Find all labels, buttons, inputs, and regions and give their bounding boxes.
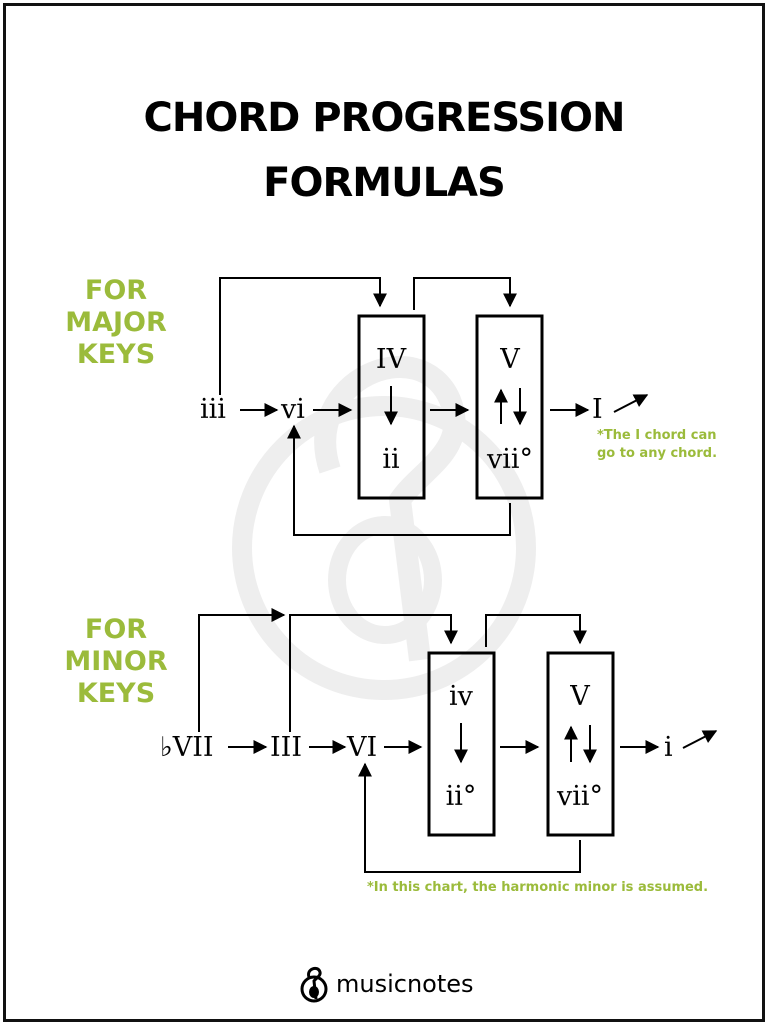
major-chord-V: V [499, 344, 520, 375]
minor-chord-VI: VI [346, 732, 377, 763]
minor-diagram: ♭VII III VI iv ii° V vii° i [160, 608, 718, 873]
brand-name: musicnotes [336, 970, 474, 998]
major-label-line-3: KEYS [76, 339, 156, 370]
major-chord-vi: vi [280, 394, 305, 425]
minor-chord-V: V [569, 681, 590, 712]
minor-keys-label: FOR MINOR KEYS [50, 614, 182, 710]
major-keys-label: FOR MAJOR KEYS [50, 275, 182, 371]
arrow-bVII-to-iv [198, 608, 286, 732]
minor-chord-ii-dim: ii° [446, 781, 477, 812]
major-chord-iii: iii [200, 394, 226, 425]
minor-box-subdominant [427, 651, 496, 837]
minor-box-dominant [546, 651, 615, 837]
arrow-III-to-iv [289, 614, 458, 732]
arrow-i-to-any [682, 730, 718, 749]
major-chord-IV: IV [376, 344, 407, 375]
major-label-line-2: MAJOR [65, 307, 167, 338]
minor-chord-bVII: ♭VII [160, 732, 214, 763]
major-note: *The I chord can go to any chord. [597, 427, 747, 463]
major-chord-I: I [592, 394, 603, 425]
title-line-2: FORMULAS [263, 160, 506, 206]
major-chord-vii-dim: vii° [486, 444, 533, 475]
major-note-line-2: go to any chord. [597, 446, 718, 461]
page-frame [3, 3, 765, 1022]
arrow-iii-to-IV [219, 277, 387, 395]
major-chord-ii: ii [382, 444, 400, 475]
minor-label-line-1: FOR [84, 614, 148, 645]
major-diagram: iii vi IV ii V vii° I [200, 277, 649, 536]
arrow-IV-to-V [413, 277, 517, 310]
minor-chord-i: i [664, 732, 673, 763]
minor-chord-iv: iv [449, 681, 474, 712]
minor-label-line-3: KEYS [76, 678, 156, 709]
musicnotes-logo-icon [300, 966, 328, 1003]
major-box-subdominant [357, 314, 426, 500]
arrow-V-to-VI [358, 762, 581, 873]
major-label-line-1: FOR [84, 275, 148, 306]
arrow-I-to-any [613, 394, 649, 413]
arrow-iv-to-V [485, 614, 587, 647]
minor-chord-vii-dim: vii° [556, 781, 603, 812]
minor-note: *In this chart, the harmonic minor is as… [367, 880, 709, 895]
major-note-line-1: *The I chord can [597, 428, 717, 443]
arrow-V-to-vi [287, 424, 511, 536]
title-line-1: CHORD PROGRESSION [143, 95, 625, 141]
minor-chord-III: III [270, 732, 302, 763]
minor-label-line-2: MINOR [64, 646, 168, 677]
major-box-dominant [475, 314, 544, 500]
